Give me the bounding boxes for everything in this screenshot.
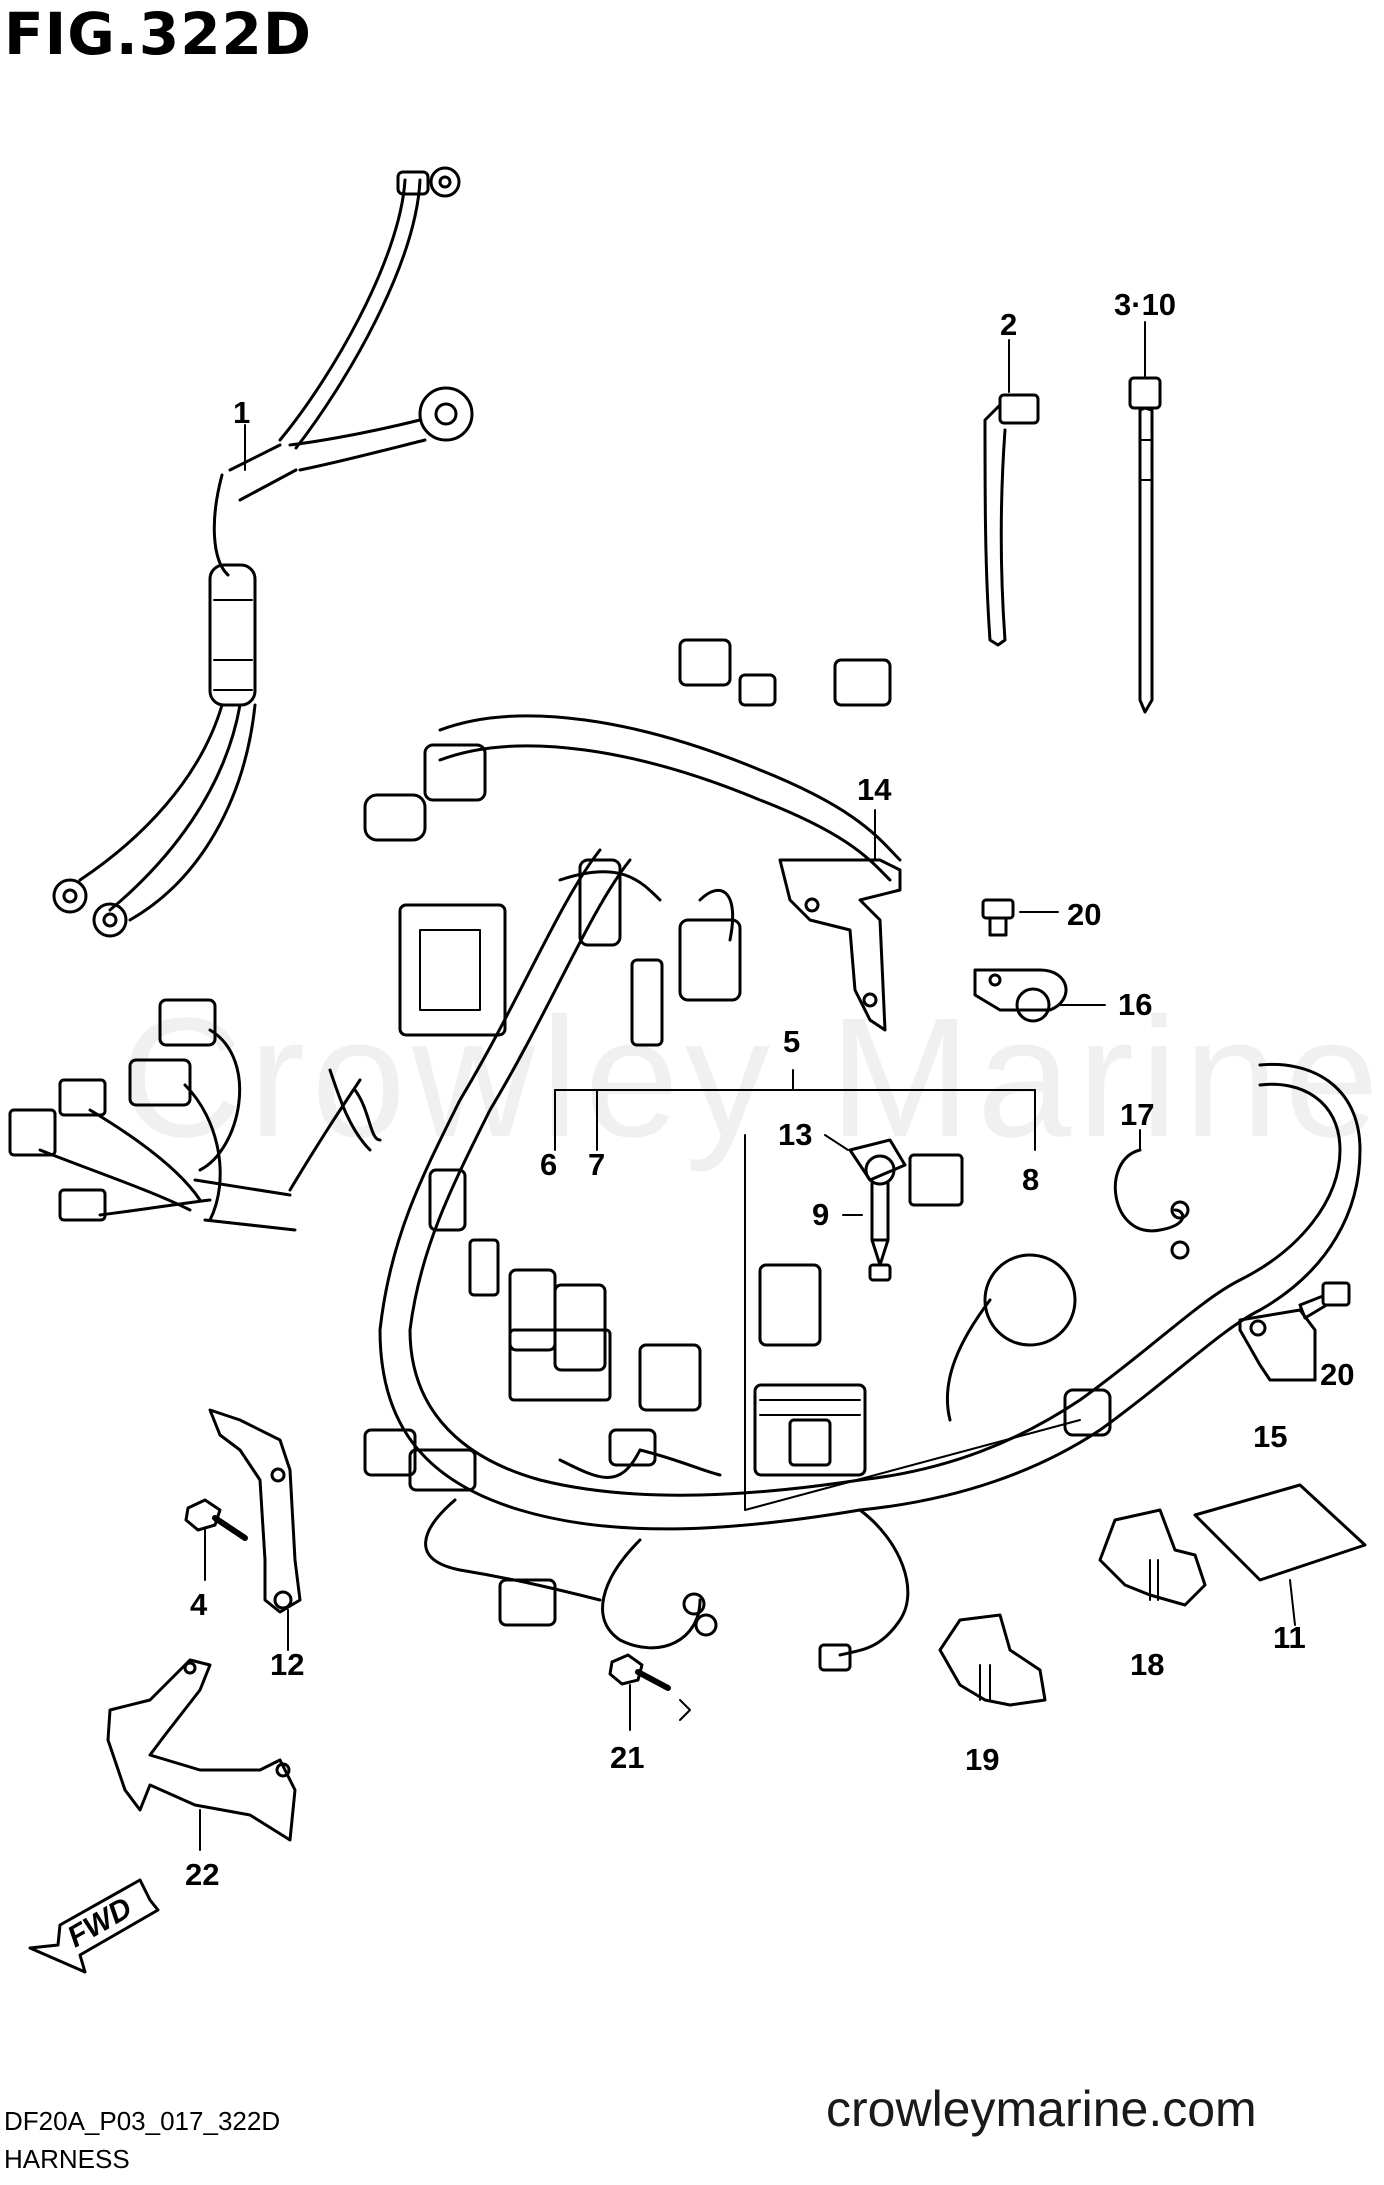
- bolt-21[interactable]: [608, 1653, 691, 1731]
- callout-3-10: 3·10: [1114, 287, 1176, 322]
- site-link[interactable]: crowleymarine.com: [826, 2081, 1257, 2137]
- cover-13[interactable]: [824, 1134, 964, 1207]
- callout-14: 14: [857, 772, 892, 807]
- bolt-4[interactable]: [184, 1498, 248, 1581]
- callout-8: 8: [1022, 1162, 1039, 1197]
- bracket-12[interactable]: [208, 1408, 302, 1651]
- callout-12: 12: [270, 1647, 304, 1682]
- main-wire-harness[interactable]: [8, 638, 1362, 1672]
- callout-1: 1: [233, 395, 250, 430]
- callout-9: 9: [812, 1197, 829, 1232]
- callout-4: 4: [190, 1587, 208, 1622]
- callout-20-lower: 20: [1320, 1357, 1354, 1392]
- figure-title: FIG.322D: [4, 0, 313, 68]
- callout-15: 15: [1253, 1419, 1287, 1454]
- drawing-code: DF20A_P03_017_322D: [4, 2106, 281, 2136]
- part-9-plug[interactable]: [864, 1154, 896, 1282]
- callout-2: 2: [1000, 307, 1017, 342]
- callout-18: 18: [1130, 1647, 1164, 1682]
- callout-6: 6: [540, 1147, 557, 1182]
- callout-20-upper: 20: [1067, 897, 1101, 932]
- clip-18[interactable]: [1098, 1508, 1207, 1607]
- callout-19: 19: [965, 1742, 999, 1777]
- bracket-14[interactable]: [778, 858, 902, 1032]
- bolt-20-upper[interactable]: [981, 898, 1059, 937]
- battery-cable-harness[interactable]: [52, 166, 474, 938]
- fwd-arrow: FWD: [28, 1878, 160, 1974]
- callout-11: 11: [1273, 1620, 1306, 1655]
- callout-17: 17: [1120, 1097, 1154, 1132]
- leader-lines: [244, 321, 1146, 1216]
- callout-22: 22: [185, 1857, 219, 1892]
- bolt-20-lower[interactable]: [1298, 1281, 1351, 1320]
- callout-13: 13: [778, 1117, 812, 1152]
- insulation-sheet-11[interactable]: [1193, 1483, 1367, 1626]
- group-name: HARNESS: [4, 2144, 130, 2174]
- bracket-15[interactable]: [1238, 1308, 1317, 1382]
- clamp-16[interactable]: [973, 968, 1106, 1023]
- bracket-22[interactable]: [106, 1658, 297, 1851]
- wire-loop-17[interactable]: [1113, 1129, 1190, 1260]
- callout-labels: 1 2 3·10 4 5 6 7 8 9 11 12 13 14 15 16 1…: [185, 287, 1354, 1892]
- cable-tie[interactable]: [1128, 376, 1162, 714]
- callout-5: 5: [783, 1024, 800, 1059]
- clip-19[interactable]: [938, 1613, 1047, 1707]
- callout-21: 21: [610, 1740, 644, 1775]
- watermark-text: Crowley Marine: [120, 983, 1384, 1173]
- callout-7: 7: [588, 1147, 605, 1182]
- cable-tie-clamp[interactable]: [983, 393, 1040, 647]
- callout-16: 16: [1118, 987, 1152, 1022]
